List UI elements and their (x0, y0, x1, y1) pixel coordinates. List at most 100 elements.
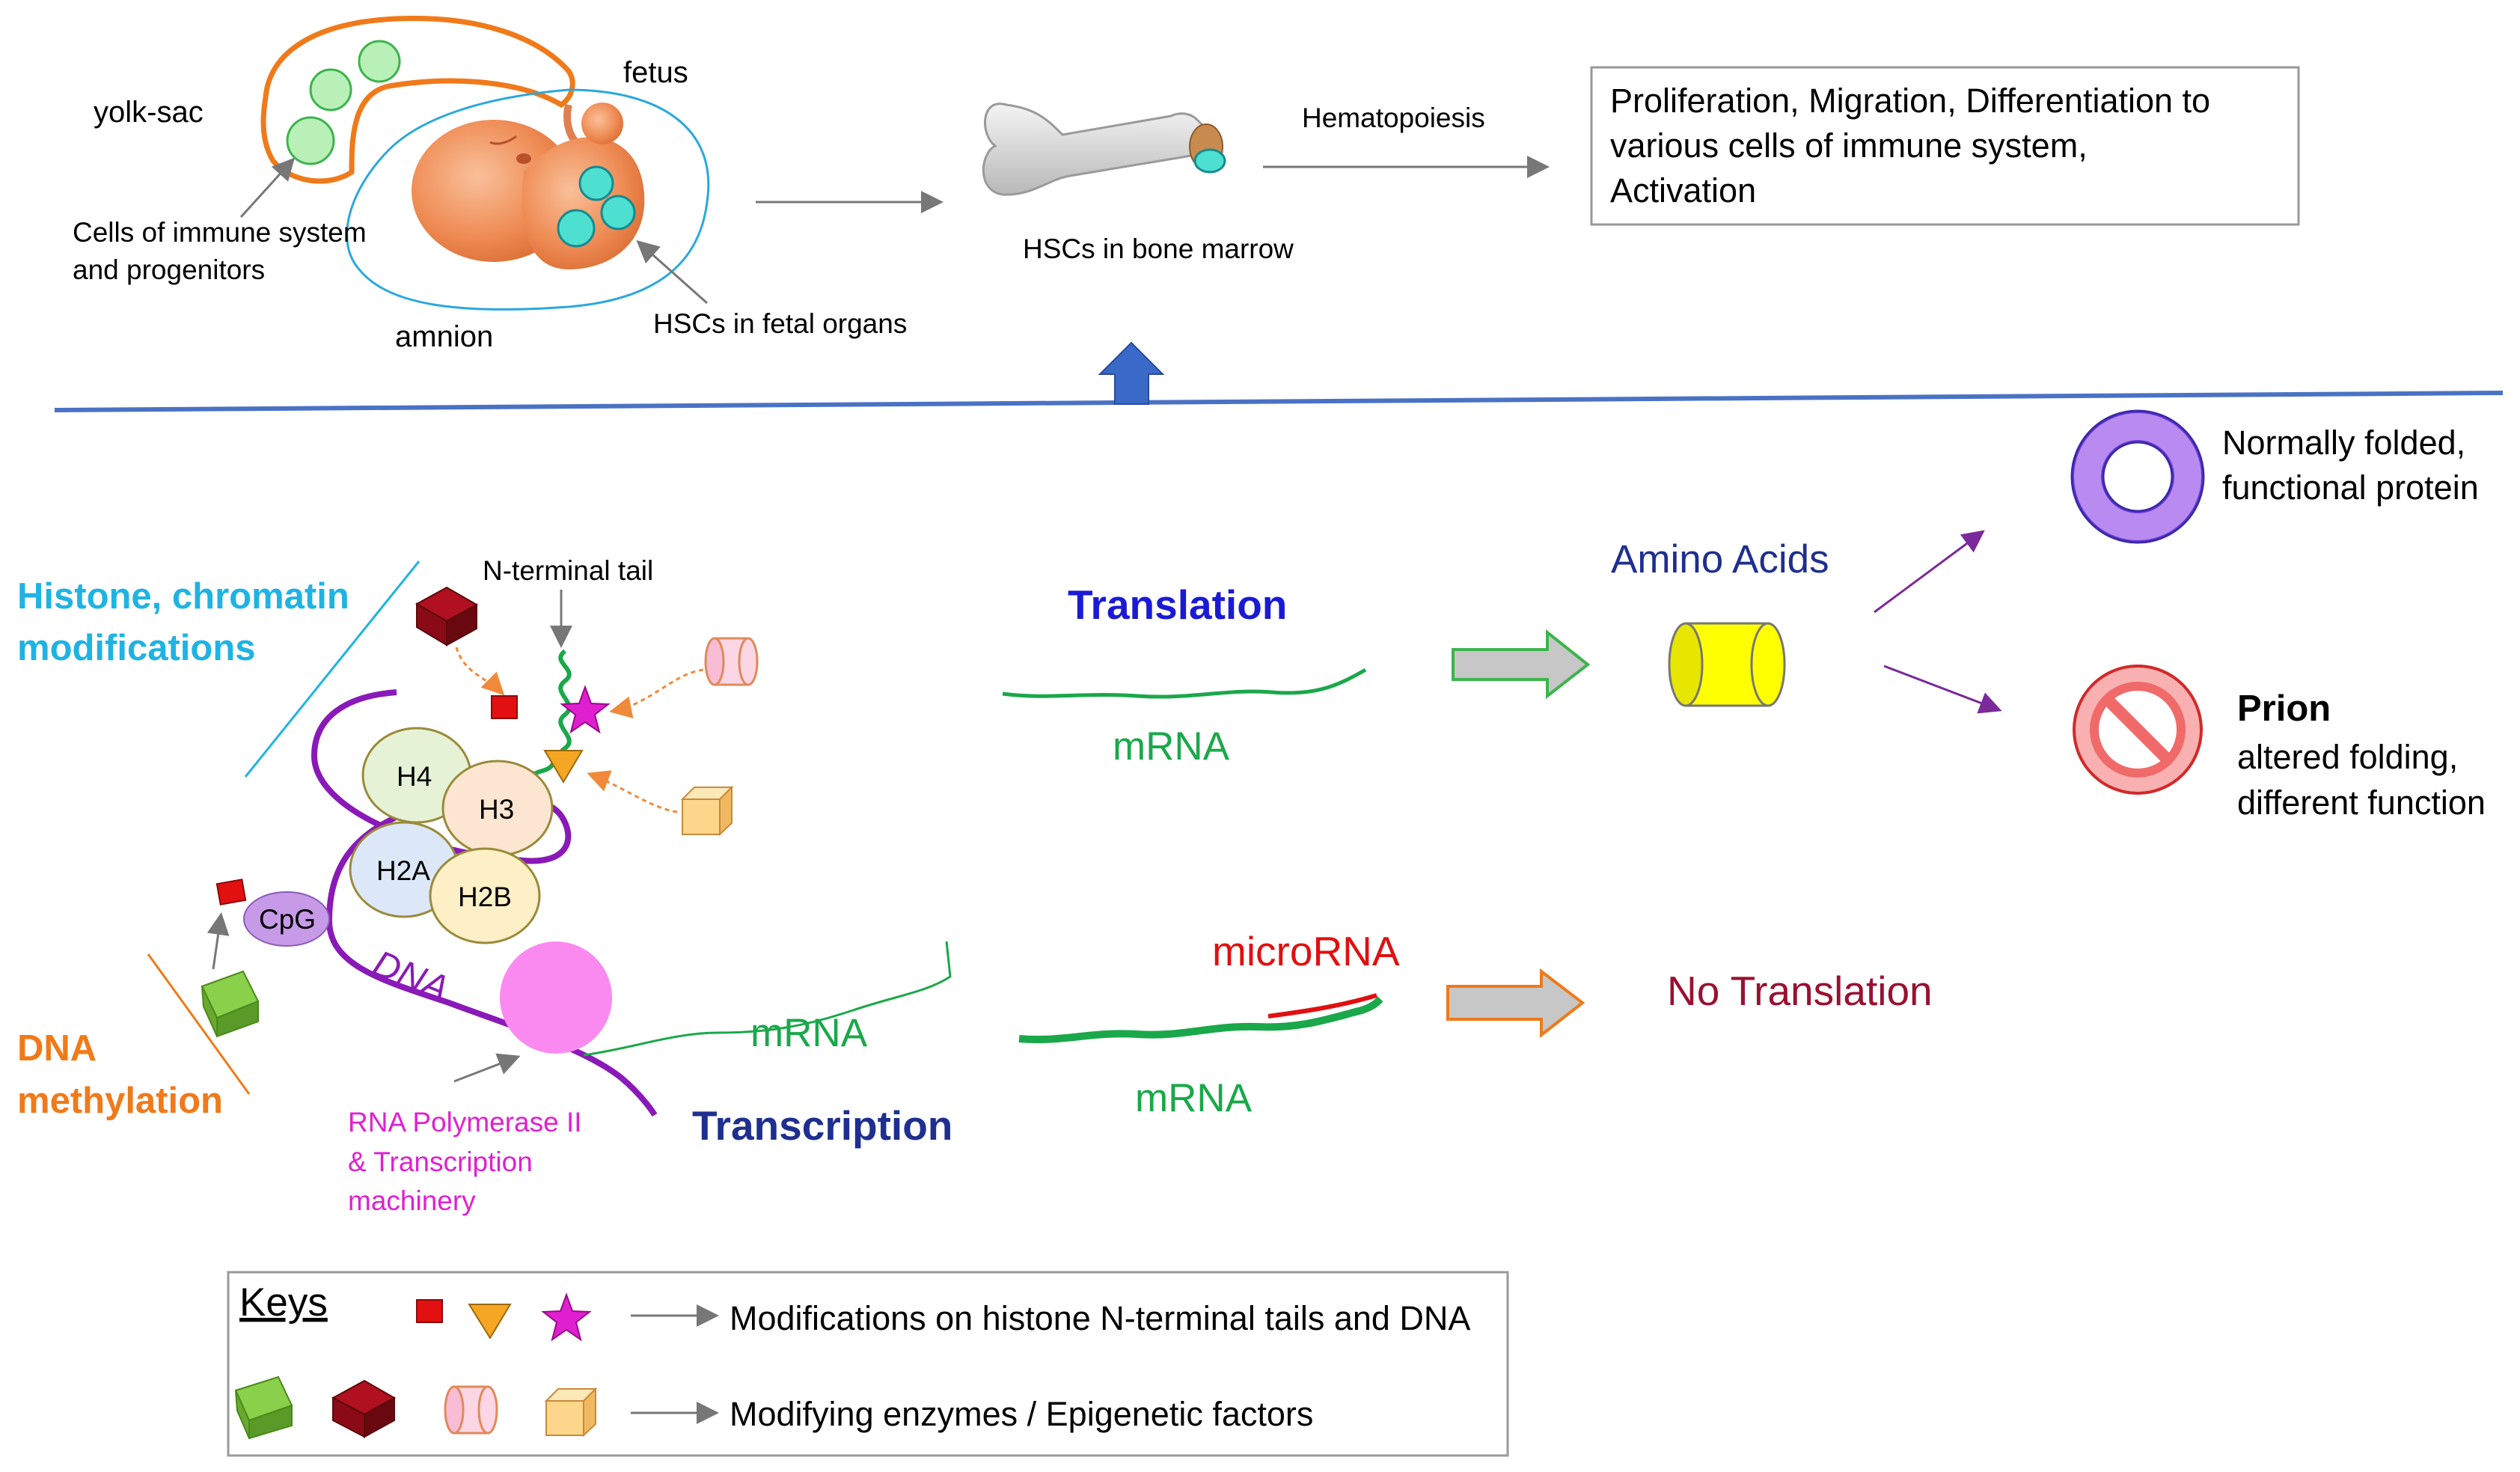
transcribed-mrna-label: mRNA (750, 1011, 868, 1055)
arrow-dark-red-to-square (455, 647, 505, 696)
enzyme-dark-red (415, 586, 479, 647)
h2b-label: H2B (458, 882, 512, 912)
h3-label: H3 (479, 794, 514, 825)
epigenetic-modifications: Histone, chromatin modifications DNA met… (17, 555, 952, 1216)
histone-label-2: modifications (17, 628, 256, 668)
microrna-section: microRNA mRNA No Translation (1018, 928, 1933, 1120)
hscs-fetal-label: HSCs in fetal organs (653, 308, 907, 339)
prion-title: Prion (2237, 688, 2331, 729)
umbilical-cord (563, 103, 579, 145)
hscs-bone-label: HSCs in bone marrow (1023, 233, 1294, 264)
fetal-hsc-3 (557, 209, 596, 248)
fetal-hsc-2 (600, 195, 636, 230)
key-pink-cylinder (444, 1385, 498, 1435)
fetal-hsc-1 (578, 165, 614, 201)
bone-illustration (982, 103, 1215, 196)
histone-label-slash (244, 561, 420, 778)
methylation-arrow (207, 912, 230, 970)
outcome-line-2: various cells of immune system, (1610, 126, 2088, 165)
arrow-orange-to-triangle (587, 770, 678, 813)
yolk-cell-1 (309, 68, 352, 112)
yolk-sac-outline (260, 15, 575, 184)
tail-mark-square (491, 695, 518, 719)
micro-mrna-strand (1018, 996, 1383, 1044)
key-orange-cube (544, 1387, 598, 1438)
keys-title: Keys (239, 1280, 328, 1325)
key-dark-red-cube (331, 1379, 397, 1438)
cpg-site (243, 891, 330, 947)
transcribed-mrna (583, 941, 952, 1057)
key-green-cube (234, 1375, 293, 1440)
micro-mrna-label: mRNA (1135, 1076, 1253, 1120)
polymerase-label-1: RNA Polymerase II (348, 1107, 582, 1137)
pointer-polymerase (453, 1053, 521, 1083)
bone-marrow (982, 103, 1226, 196)
microrna-strand (1267, 993, 1377, 1019)
outcome-box: Proliferation, Migration, Differentiatio… (1590, 66, 2300, 226)
protein-outcomes: Normally folded, functional protein Prio… (2070, 409, 2486, 822)
tail-mark-triangle (543, 750, 584, 784)
normal-protein-label-2: functional protein (2222, 468, 2479, 507)
polymerase-label-2: & Transcription (348, 1146, 533, 1177)
yolk-cell-3 (286, 116, 335, 165)
enzyme-pink-cylinder (704, 637, 759, 686)
arrow-translation-to-amino (1452, 629, 1591, 700)
h2a-label: H2A (376, 855, 430, 886)
key-row2-label: Modifying enzymes / Epigenetic factors (730, 1395, 1313, 1433)
normal-protein-label-1: Normally folded, (2222, 424, 2465, 462)
amino-acids-label: Amino Acids (1611, 537, 1829, 581)
yolk-sac-label: yolk-sac (94, 96, 204, 129)
cells-immune-label-1: Cells of immune system (73, 217, 367, 248)
arrow-pink-to-star (609, 668, 704, 718)
histone-label-1: Histone, chromatin (17, 576, 349, 617)
translation-section: Translation mRNA Amino Acids (1002, 530, 2002, 769)
transcription-label: Transcription (692, 1102, 952, 1149)
polymerase-label-3: machinery (348, 1185, 476, 1216)
dna-label: DNA (367, 943, 454, 1010)
prion-label-2: different function (2237, 784, 2486, 822)
outcome-line-3: Activation (1610, 171, 1756, 210)
pointer-cells-immune (239, 157, 296, 219)
prion-prohibition-icon (2073, 665, 2203, 795)
amino-acid-cylinder (1668, 622, 1786, 707)
fetal-development: yolk-sac fetus amnion Cells of immune sy… (73, 15, 907, 353)
amnion-label: amnion (395, 320, 493, 353)
key-triangle-mark (468, 1304, 512, 1340)
histone-octamer: H4 H3 H2A H2B (349, 727, 554, 944)
n-terminal-tail-label: N-terminal tail (483, 555, 653, 586)
hematopoiesis-label: Hematopoiesis (1302, 103, 1485, 133)
up-arrow (1098, 341, 1165, 405)
histone-h2b (429, 847, 541, 944)
prion-label-1: altered folding, (2237, 738, 2458, 776)
translation-mrna-strand (1002, 668, 1367, 699)
arrow-to-normal-protein (1874, 530, 1985, 614)
fetus-label: fetus (623, 56, 688, 89)
keys-legend: Keys Modifications on histone N-terminal… (227, 1271, 1509, 1457)
translation-mrna-label: mRNA (1113, 724, 1230, 769)
amnion-outline (346, 88, 710, 311)
cells-immune-label-2: and progenitors (73, 254, 265, 285)
cpg-label: CpG (259, 904, 316, 935)
tail-mark-star (560, 685, 611, 734)
pointer-hscs-fetal (636, 240, 708, 305)
yolk-cell-2 (358, 40, 401, 83)
key-row1-label: Modifications on histone N-terminal tail… (730, 1299, 1470, 1337)
rna-polymerase (500, 941, 612, 1054)
arrow-to-no-translation (1446, 968, 1585, 1039)
arrow-to-prion (1883, 665, 2002, 714)
cpg-methyl-mark (215, 879, 247, 906)
marrow-hsc (1193, 148, 1226, 174)
microrna-label: microRNA (1212, 928, 1400, 974)
section-divider (54, 391, 2504, 412)
h4-label: H4 (397, 761, 432, 792)
enzyme-orange-cube (680, 785, 734, 837)
key-star-mark (541, 1292, 592, 1342)
dna-methylation-label-2: methylation (17, 1081, 223, 1121)
dna-methylation-label-1: DNA (17, 1028, 97, 1069)
methylation-enzyme-cube (201, 970, 260, 1038)
methylation-label-slash (147, 953, 251, 1095)
translation-title: Translation (1068, 581, 1287, 628)
outcome-line-1: Proliferation, Migration, Differentiatio… (1610, 82, 2210, 120)
no-translation-label: No Translation (1667, 968, 1933, 1014)
